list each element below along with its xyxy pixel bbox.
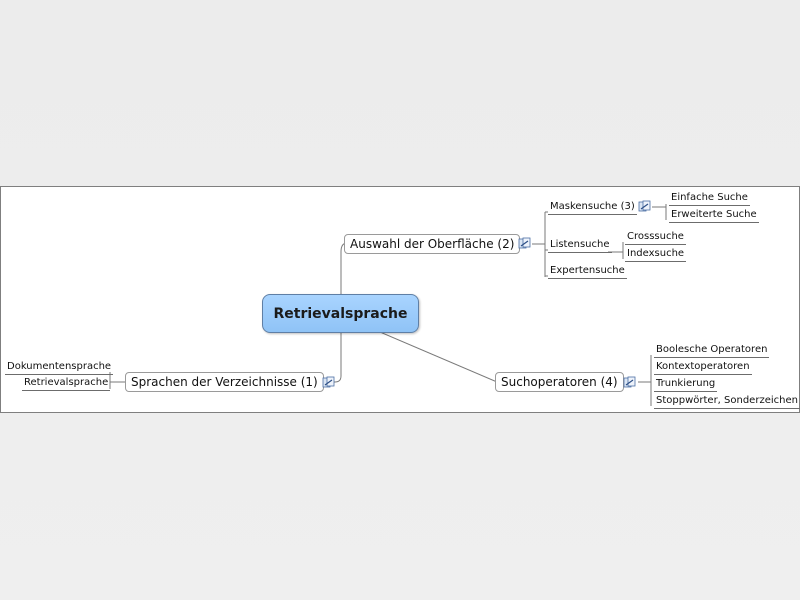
attachment-link-icon[interactable] — [518, 237, 531, 250]
subtopic-maskensuche-label: Maskensuche (3) — [550, 201, 635, 212]
subtopic-retrievalsprache-label: Retrievalsprache — [24, 377, 109, 388]
subtopic-erweiterte-suche-label: Erweiterte Suche — [671, 209, 757, 220]
subtopic-expertensuche-label: Expertensuche — [550, 265, 625, 276]
topic-sprachen-der-verzeichnisse[interactable]: Sprachen der Verzeichnisse (1) — [125, 372, 324, 392]
subtopic-dokumentensprache[interactable]: Dokumentensprache — [5, 360, 114, 375]
connector-central-sprachen — [319, 332, 342, 383]
subtopic-boolesche-operatoren-label: Boolesche Operatoren — [656, 344, 768, 355]
topic-auswahl-der-oberflaeche[interactable]: Auswahl der Oberfläche (2) — [344, 234, 521, 254]
subtopic-boolesche-operatoren[interactable]: Boolesche Operatoren — [654, 343, 770, 358]
subtopic-maskensuche[interactable]: Maskensuche (3) — [548, 200, 637, 215]
central-topic[interactable]: Retrievalsprache — [262, 294, 419, 333]
attachment-link-icon[interactable] — [638, 200, 651, 213]
subtopic-listensuche[interactable]: Listensuche — [548, 238, 612, 253]
attachment-link-icon[interactable] — [623, 376, 636, 389]
subtopic-stoppwoerter-label: Stoppwörter, Sonderzeichen — [656, 395, 798, 406]
topic-sprachen-label: Sprachen der Verzeichnisse (1) — [131, 375, 318, 389]
subtopic-kontextoperatoren-label: Kontextoperatoren — [656, 361, 750, 372]
topic-suchoperatoren-label: Suchoperatoren (4) — [501, 375, 618, 389]
subtopic-einfache-suche[interactable]: Einfache Suche — [669, 191, 750, 206]
subtopic-trunkierung-label: Trunkierung — [656, 378, 716, 389]
connector-central-suchoperatoren — [379, 331, 498, 383]
central-topic-label: Retrievalsprache — [273, 305, 408, 322]
subtopic-dokumentensprache-label: Dokumentensprache — [7, 361, 112, 372]
subtopic-indexsuche-label: Indexsuche — [627, 248, 685, 259]
subtopic-stoppwoerter-sonderzeichen[interactable]: Stoppwörter, Sonderzeichen — [654, 394, 800, 409]
subtopic-expertensuche[interactable]: Expertensuche — [548, 264, 627, 279]
subtopic-retrievalsprache[interactable]: Retrievalsprache — [22, 376, 111, 391]
attachment-link-icon[interactable] — [322, 376, 335, 389]
subtopic-listensuche-label: Listensuche — [550, 239, 610, 250]
subtopic-trunkierung[interactable]: Trunkierung — [654, 377, 718, 392]
subtopic-indexsuche[interactable]: Indexsuche — [625, 247, 687, 262]
subtopic-crosssuche[interactable]: Crosssuche — [625, 230, 686, 245]
topic-auswahl-label: Auswahl der Oberfläche (2) — [350, 237, 515, 251]
subtopic-crosssuche-label: Crosssuche — [627, 231, 684, 242]
subtopic-erweiterte-suche[interactable]: Erweiterte Suche — [669, 208, 759, 223]
subtopic-kontextoperatoren[interactable]: Kontextoperatoren — [654, 360, 752, 375]
topic-suchoperatoren[interactable]: Suchoperatoren (4) — [495, 372, 624, 392]
subtopic-einfache-suche-label: Einfache Suche — [671, 192, 748, 203]
